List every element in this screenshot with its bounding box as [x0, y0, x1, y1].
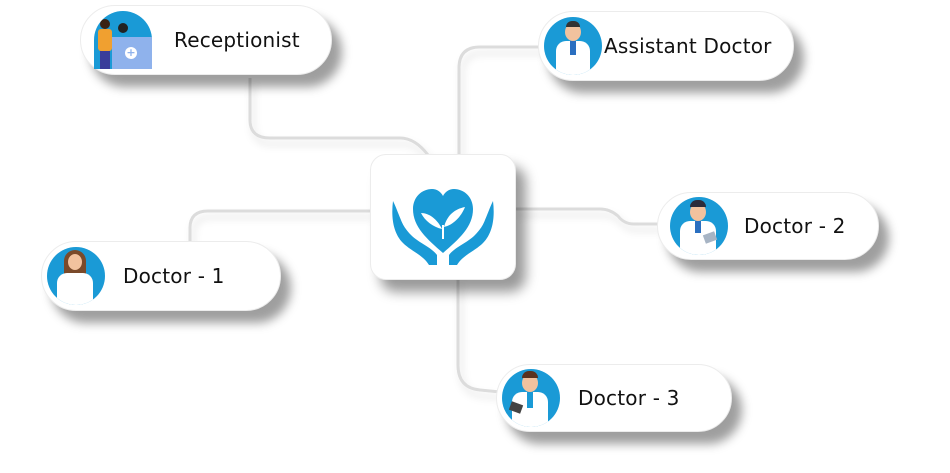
- edge-doctor-1: [188, 209, 370, 242]
- node-label: Doctor - 1: [123, 264, 225, 288]
- center-hub[interactable]: [370, 154, 516, 280]
- node-doctor-1[interactable]: Doctor - 1: [41, 241, 281, 311]
- heart-hands-leaf-icon: [392, 189, 494, 265]
- assistant-doctor-avatar-icon: [544, 17, 602, 75]
- node-assistant-doctor[interactable]: Assistant Doctor: [538, 11, 794, 81]
- edge-doctor-2: [514, 207, 660, 226]
- node-label: Assistant Doctor: [604, 34, 772, 58]
- edge-receptionist: [248, 78, 430, 156]
- node-doctor-2[interactable]: Doctor - 2: [657, 192, 879, 260]
- doctor-2-avatar-icon: [670, 197, 728, 255]
- node-receptionist[interactable]: + Receptionist: [80, 5, 332, 75]
- node-label: Doctor - 3: [578, 386, 680, 410]
- edge-doctor-3: [456, 278, 501, 394]
- node-label: Receptionist: [174, 28, 300, 52]
- edge-assistant-doctor: [457, 45, 545, 154]
- node-doctor-3[interactable]: Doctor - 3: [496, 364, 732, 432]
- doctor-3-avatar-icon: [502, 369, 560, 427]
- receptionist-avatar-icon: +: [94, 11, 152, 69]
- doctor-1-avatar-icon: [47, 247, 105, 305]
- node-label: Doctor - 2: [744, 214, 846, 238]
